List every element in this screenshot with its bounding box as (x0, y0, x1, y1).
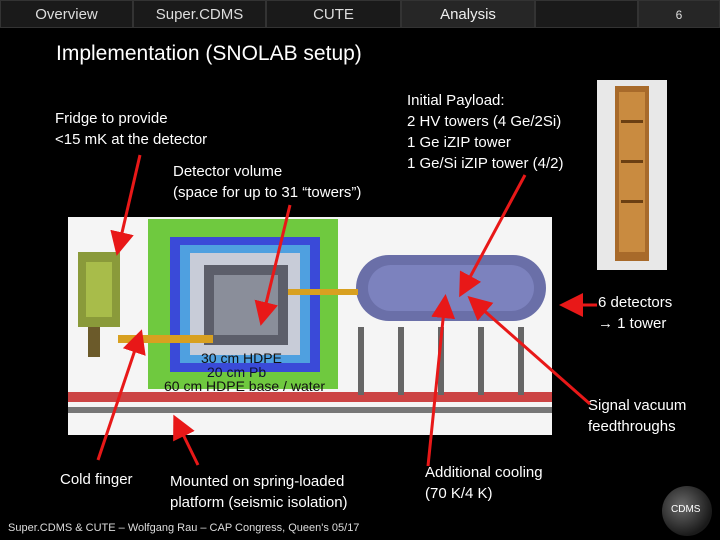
tower-stripe-1 (621, 120, 643, 123)
tower-photo (597, 80, 667, 270)
tab-analysis[interactable]: Analysis (401, 0, 535, 28)
frame-leg-4 (478, 327, 484, 395)
cooling-annotation: Additional cooling (70 K/4 K) (425, 464, 543, 502)
detectors-annotation: 6 detectors → 1 tower (598, 294, 673, 332)
frame-leg-1 (358, 327, 364, 395)
frame-leg-2 (398, 327, 404, 395)
hdpe-label: 30 cm HDPE (201, 350, 282, 366)
logo-text: CDMS (671, 504, 701, 515)
footer: Super.CDMS & CUTE – Wolfgang Rau – CAP C… (8, 522, 360, 534)
cdms-logo: CDMS (662, 486, 712, 536)
tower-stripe-3 (621, 200, 643, 203)
tower-stripe-2 (621, 160, 643, 163)
frame-leg-3 (438, 327, 444, 395)
tab-supercdms[interactable]: Super.CDMS (133, 0, 266, 28)
fridge-inner (86, 262, 112, 317)
connector-pipe (288, 289, 358, 295)
base-label: 60 cm HDPE base / water (164, 378, 326, 394)
signal-feedthrough-annotation: Signal vacuum feedthroughs (588, 397, 687, 435)
tower-drawing (615, 86, 649, 261)
setup-drawing (68, 219, 552, 413)
fridge-pipe (88, 327, 100, 357)
tab-overview[interactable]: Overview (0, 0, 133, 28)
cold-finger-annotation: Cold finger (60, 471, 133, 488)
payload-annotation: Initial Payload: 2 HV towers (4 Ge/2Si) … (407, 92, 564, 172)
mounted-annotation: Mounted on spring-loaded platform (seism… (170, 473, 348, 511)
tab-cute[interactable]: CUTE (266, 0, 401, 28)
page-number: 6 (638, 0, 720, 28)
fridge-annotation: Fridge to provide <15 mK at the detector (55, 110, 208, 148)
tab-blank[interactable] (535, 0, 638, 28)
cold-finger-tube (118, 335, 213, 343)
base-rail (68, 407, 552, 413)
platform-beam (68, 392, 552, 402)
pb-label: 20 cm Pb (207, 364, 267, 380)
slide-title: Implementation (SNOLAB setup) (56, 42, 362, 65)
detector-volume-annotation: Detector volume (space for up to 31 “tow… (173, 163, 362, 201)
tower-face (619, 92, 645, 252)
detector-volume (214, 275, 278, 335)
frame-leg-5 (518, 327, 524, 395)
nav-bar: Overview Super.CDMS CUTE Analysis 6 (0, 0, 720, 30)
e-tank-body (368, 265, 534, 311)
snolab-setup-diagram: 30 cm HDPE 20 cm Pb 60 cm HDPE base / wa… (68, 217, 552, 435)
